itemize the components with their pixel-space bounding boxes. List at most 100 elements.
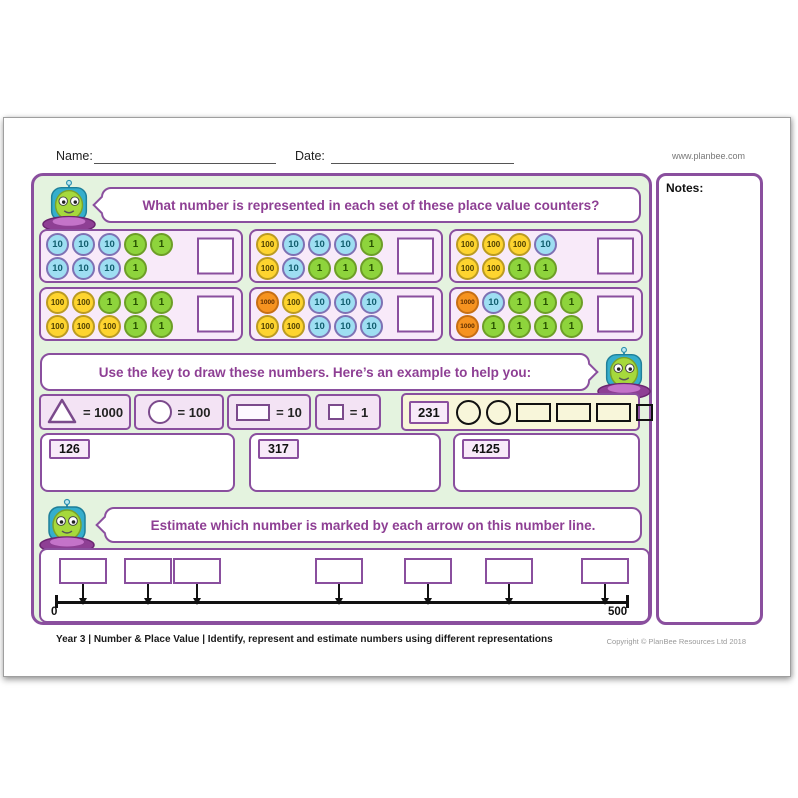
answer-square[interactable] — [197, 295, 234, 333]
name-line[interactable] — [94, 163, 276, 164]
numberline-answer-box[interactable] — [580, 558, 629, 584]
footer-text: Year 3 | Number & Place Value | Identify… — [56, 634, 553, 645]
counter-1000: 1000 — [456, 314, 479, 338]
counter-10: 10 — [334, 314, 357, 338]
example-shape-square — [635, 403, 653, 421]
counter-100: 100 — [256, 256, 279, 280]
date-label: Date: — [295, 149, 325, 163]
arrow-down-icon — [143, 584, 152, 605]
counter-10: 10 — [72, 256, 95, 280]
answer-square[interactable] — [397, 295, 434, 333]
key-item-1: = 1 — [315, 394, 381, 430]
example-shape-rect — [555, 402, 591, 422]
counter-10: 10 — [72, 232, 95, 256]
counter-1: 1 — [124, 256, 147, 280]
counter-10: 10 — [308, 290, 331, 314]
counter-10: 10 — [46, 232, 69, 256]
counter-1: 1 — [560, 314, 583, 338]
problem-number: 126 — [49, 439, 90, 459]
counter-100: 100 — [456, 256, 479, 280]
problem-box-4125[interactable]: 4125 — [453, 433, 640, 492]
counter-100: 100 — [256, 314, 279, 338]
arrow-down-icon — [600, 584, 609, 605]
key-label: = 10 — [276, 404, 302, 420]
numberline-answer-box[interactable] — [123, 558, 172, 584]
counter-1: 1 — [508, 314, 531, 338]
notes-label: Notes: — [666, 181, 704, 195]
example-shape-rect — [515, 402, 551, 422]
counter-100: 100 — [282, 290, 305, 314]
counter-100: 100 — [46, 314, 69, 338]
key-label: = 1000 — [82, 404, 124, 420]
answer-square[interactable] — [397, 237, 434, 275]
arrow-down-icon — [193, 584, 202, 605]
numberline-answer-box[interactable] — [485, 558, 534, 584]
key-item-100: = 100 — [134, 394, 224, 430]
numberline-end-tick — [626, 595, 629, 608]
numberline-answer-box[interactable] — [314, 558, 363, 584]
counter-100: 100 — [256, 232, 279, 256]
numberline-end-label: 500 — [608, 606, 628, 618]
counter-100: 100 — [282, 314, 305, 338]
answer-square[interactable] — [597, 295, 634, 333]
counter-10: 10 — [282, 256, 305, 280]
section1-prompt: What number is represented in each set o… — [142, 197, 600, 213]
counter-100: 100 — [508, 232, 531, 256]
example-shape-circle — [485, 399, 511, 425]
answer-square[interactable] — [597, 237, 634, 275]
counter-1: 1 — [560, 290, 583, 314]
triangle-icon — [47, 398, 77, 427]
counter-1: 1 — [508, 290, 531, 314]
numberline-answer-box[interactable] — [403, 558, 452, 584]
counter-1: 1 — [534, 314, 557, 338]
counter-10: 10 — [534, 232, 557, 256]
counter-10: 10 — [98, 256, 121, 280]
counter-1: 1 — [508, 256, 531, 280]
section1-prompt-bubble: What number is represented in each set o… — [92, 187, 641, 223]
counter-100: 100 — [72, 290, 95, 314]
numberline-answer-box[interactable] — [59, 558, 108, 584]
counter-10: 10 — [308, 314, 331, 338]
square-icon — [327, 404, 344, 420]
problem-box-317[interactable]: 317 — [249, 433, 441, 492]
circle-icon — [147, 400, 172, 424]
counter-1: 1 — [534, 290, 557, 314]
counter-10: 10 — [46, 256, 69, 280]
section3-prompt-bubble: Estimate which number is marked by each … — [95, 507, 642, 543]
counter-10: 10 — [334, 232, 357, 256]
numberline-start-tick — [55, 595, 58, 608]
notes-panel[interactable]: Notes: — [656, 173, 763, 625]
answer-square[interactable] — [197, 237, 234, 275]
counter-1: 1 — [360, 232, 383, 256]
example-shapes — [455, 399, 653, 425]
counter-1: 1 — [124, 232, 147, 256]
counter-100: 100 — [482, 232, 505, 256]
example-shape-circle — [455, 399, 481, 425]
counter-1: 1 — [534, 256, 557, 280]
counter-100: 100 — [456, 232, 479, 256]
counter-10: 10 — [282, 232, 305, 256]
numberline-box: 0 500 — [39, 548, 650, 623]
key-item-1000: = 1000 — [39, 394, 131, 430]
date-line[interactable] — [331, 163, 514, 164]
counter-10: 10 — [360, 314, 383, 338]
counter-100: 100 — [72, 314, 95, 338]
counter-1: 1 — [360, 256, 383, 280]
counter-1000: 1000 — [456, 290, 479, 314]
counter-1: 1 — [150, 290, 173, 314]
problem-box-126[interactable]: 126 — [40, 433, 235, 492]
numberline-answer-box[interactable] — [173, 558, 222, 584]
